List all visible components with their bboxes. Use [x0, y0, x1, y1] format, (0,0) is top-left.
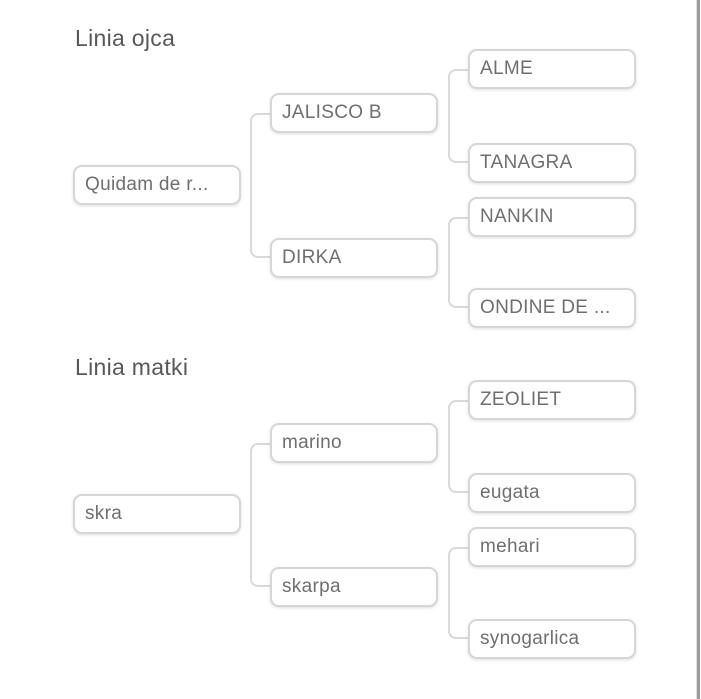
pedigree-node-root-mother[interactable]: skra — [73, 494, 241, 534]
connector-skarpa-children — [448, 547, 468, 639]
pedigree-node-mother-dam[interactable]: skarpa — [270, 567, 438, 607]
pedigree-node-mother-sire[interactable]: marino — [270, 423, 438, 463]
pedigree-node-sire[interactable]: JALISCO B — [270, 93, 438, 133]
section-title-father-line: Linia ojca — [75, 25, 176, 51]
pedigree-node-dam-dam[interactable]: ONDINE DE ... — [468, 288, 636, 328]
pedigree-node-dam-sire[interactable]: NANKIN — [468, 197, 636, 237]
pedigree-node-mother-sire-dam[interactable]: eugata — [468, 473, 636, 513]
connector-root-to-parents-mother — [250, 443, 270, 587]
pedigree-node-root-father[interactable]: Quidam de r... — [73, 165, 241, 205]
connector-jalisco-children — [448, 69, 468, 163]
pedigree-node-mother-dam-sire[interactable]: mehari — [468, 527, 636, 567]
scrollbar-thumb[interactable] — [697, 0, 700, 699]
pedigree-node-mother-dam-dam[interactable]: synogarlica — [468, 619, 636, 659]
section-title-mother-line: Linia matki — [75, 354, 189, 380]
pedigree-node-dam[interactable]: DIRKA — [270, 238, 438, 278]
pedigree-node-mother-sire-sire[interactable]: ZEOLIET — [468, 380, 636, 420]
pedigree-node-sire-dam[interactable]: TANAGRA — [468, 143, 636, 183]
connector-marino-children — [448, 400, 468, 493]
connector-root-to-parents-father — [250, 113, 270, 258]
pedigree-node-sire-sire[interactable]: ALME — [468, 49, 636, 89]
scrollbar-track[interactable] — [696, 0, 697, 699]
connector-dirka-children — [448, 217, 468, 308]
